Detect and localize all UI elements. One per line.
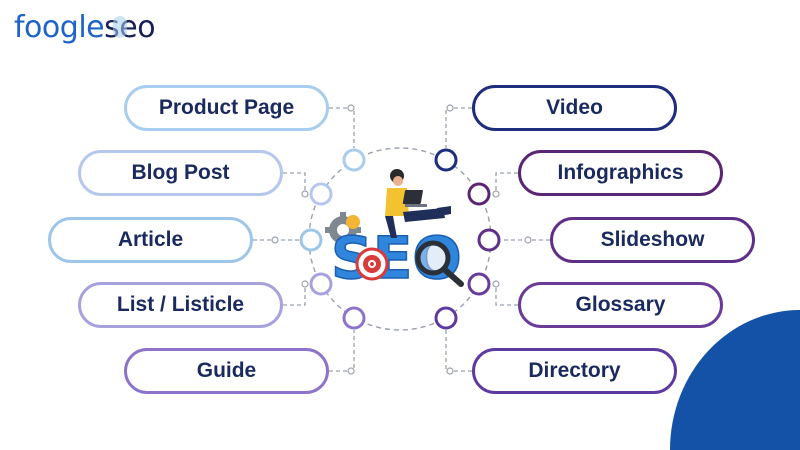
node-product-page bbox=[342, 148, 366, 172]
node-list-listicle bbox=[309, 272, 333, 296]
connector-infographics bbox=[495, 172, 518, 194]
node-slideshow bbox=[477, 228, 501, 252]
pill-glossary: Glossary bbox=[518, 282, 723, 328]
pill-product-page: Product Page bbox=[124, 85, 329, 131]
pill-slideshow: Slideshow bbox=[550, 217, 755, 263]
pill-label-glossary: Glossary bbox=[575, 293, 666, 316]
pill-label-blog-post: Blog Post bbox=[131, 161, 230, 184]
node-infographics bbox=[467, 182, 491, 206]
logo-chart-icon bbox=[113, 16, 127, 38]
node-blog-post bbox=[309, 182, 333, 206]
connector-dot-video bbox=[446, 104, 454, 112]
pill-blog-post: Blog Post bbox=[78, 150, 283, 196]
pill-label-article: Article bbox=[117, 228, 184, 251]
pill-label-video: Video bbox=[546, 96, 603, 119]
connector-guide bbox=[329, 330, 355, 372]
pill-list-listicle: List / Listicle bbox=[78, 282, 283, 328]
person-with-laptop bbox=[385, 169, 451, 238]
gear-icon bbox=[325, 212, 361, 248]
brand-logo: foogleseo bbox=[14, 8, 156, 48]
node-guide bbox=[342, 306, 366, 330]
pill-label-product-page: Product Page bbox=[158, 96, 295, 119]
brand-name-part2: seo bbox=[104, 10, 156, 45]
connector-blog-post bbox=[283, 172, 306, 194]
pill-video: Video bbox=[472, 85, 677, 131]
connectors bbox=[253, 104, 550, 375]
connector-dot-guide bbox=[347, 367, 355, 375]
connector-glossary bbox=[495, 284, 518, 306]
connector-dot-article bbox=[271, 236, 279, 244]
connector-video bbox=[445, 107, 472, 148]
connector-nodes bbox=[299, 148, 501, 330]
pill-label-infographics: Infographics bbox=[557, 161, 684, 184]
connector-dot-directory bbox=[446, 367, 454, 375]
magnifier-icon bbox=[415, 240, 464, 287]
pill-infographics: Infographics bbox=[518, 150, 723, 196]
pill-label-guide: Guide bbox=[196, 359, 257, 382]
pill-label-list-listicle: List / Listicle bbox=[116, 293, 245, 316]
pill-label-directory: Directory bbox=[528, 359, 621, 382]
connector-dot-slideshow bbox=[524, 236, 532, 244]
node-directory bbox=[434, 306, 458, 330]
connector-dot-glossary bbox=[492, 280, 500, 288]
connector-dot-blog-post bbox=[301, 190, 309, 198]
pill-guide: Guide bbox=[124, 348, 329, 394]
seo-illustration: SEO bbox=[325, 169, 464, 288]
node-glossary bbox=[467, 272, 491, 296]
connector-directory bbox=[445, 330, 472, 372]
connector-list-listicle bbox=[283, 284, 306, 306]
connector-dot-list-listicle bbox=[301, 280, 309, 288]
connector-dot-product-page bbox=[347, 104, 355, 112]
target-icon bbox=[355, 247, 389, 281]
node-video bbox=[434, 148, 458, 172]
connector-product-page bbox=[329, 107, 355, 148]
node-article bbox=[299, 228, 323, 252]
pill-directory: Directory bbox=[472, 348, 677, 394]
pill-label-slideshow: Slideshow bbox=[600, 228, 705, 251]
pill-article: Article bbox=[48, 217, 253, 263]
brand-name-part1: foogle bbox=[14, 10, 105, 45]
connector-dot-infographics bbox=[492, 190, 500, 198]
